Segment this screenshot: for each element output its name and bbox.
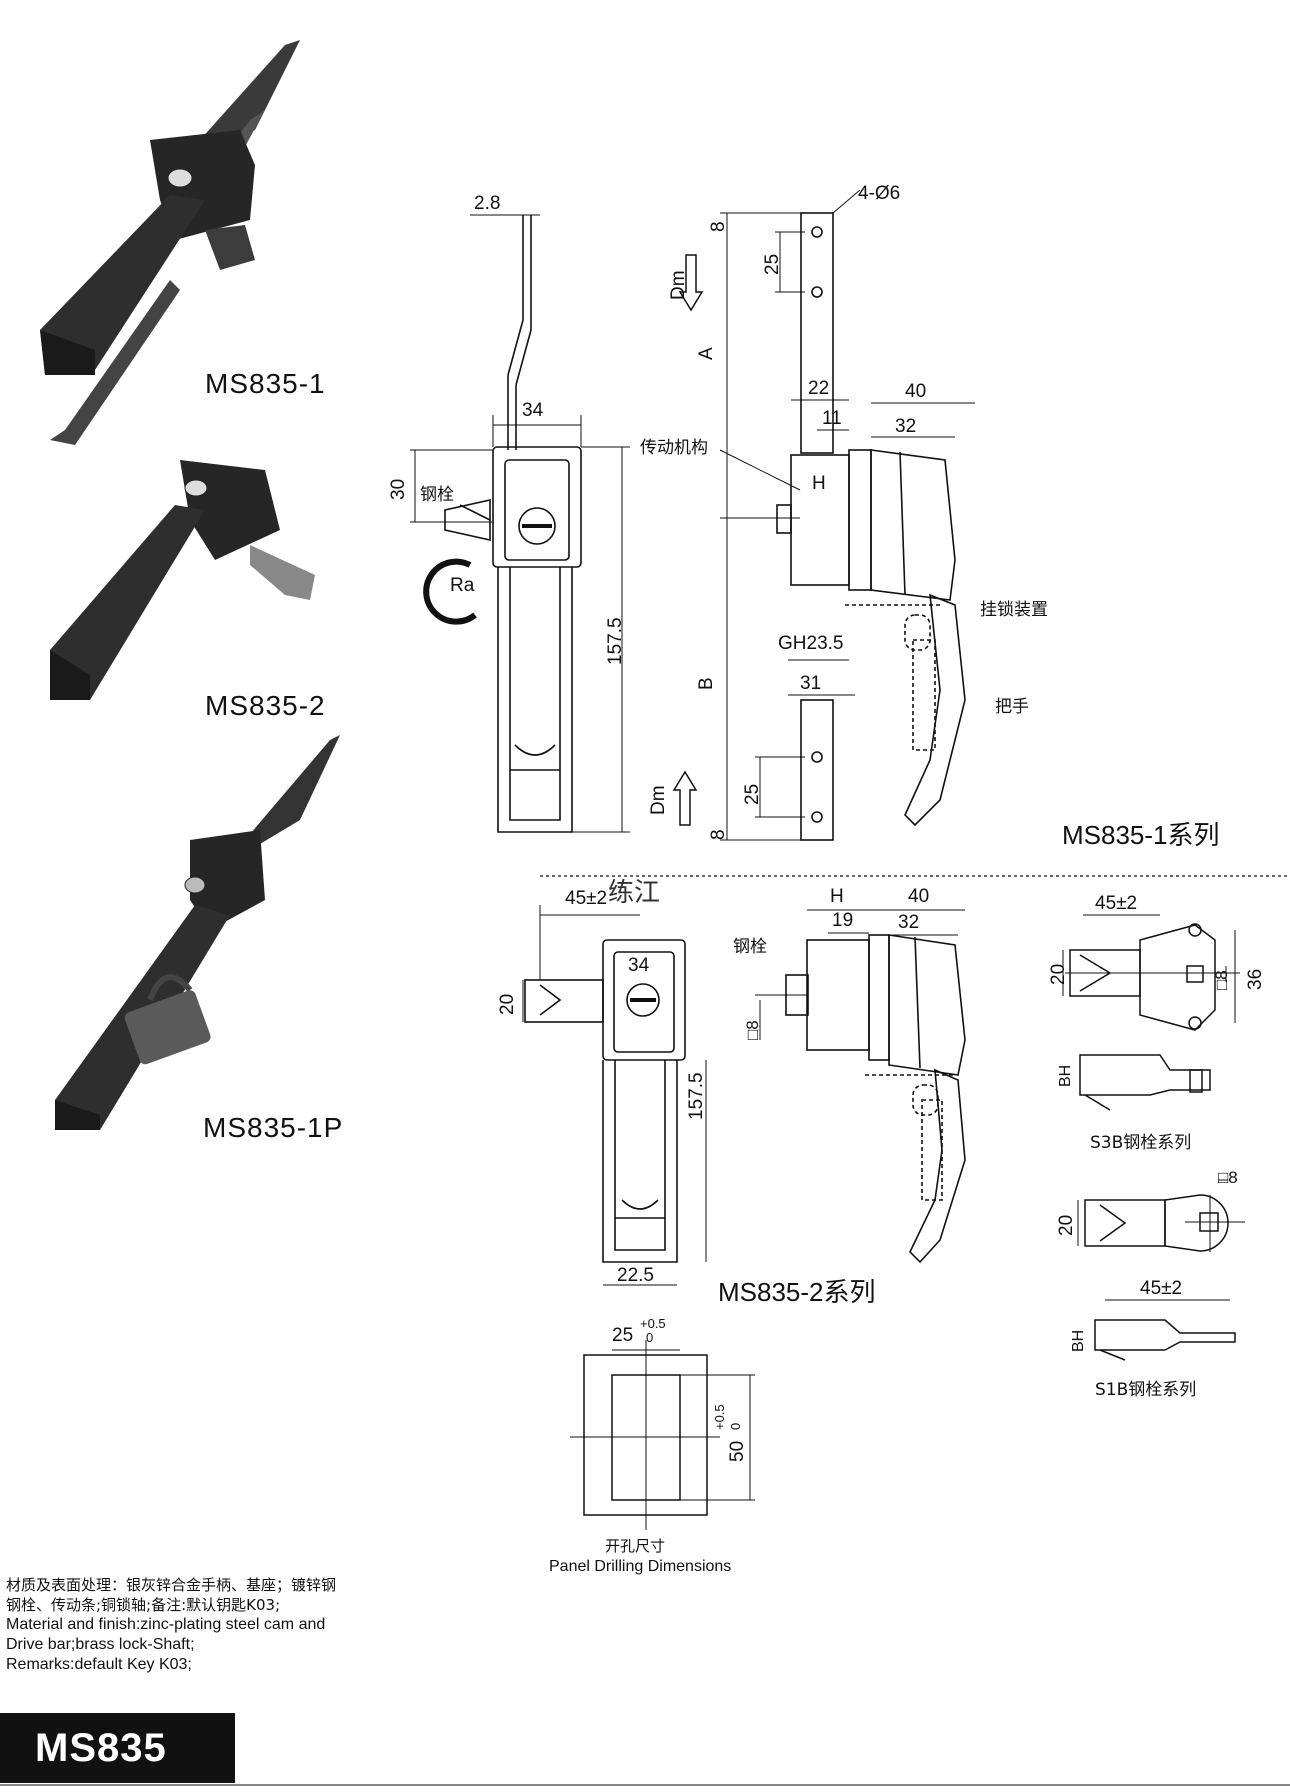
label-bolt-2: 钢栓 [733, 937, 767, 957]
product-label-ms835-1p: MS835-1P [203, 1112, 344, 1143]
ms835-1-front-dims [410, 214, 630, 833]
ms835-2-front-view [524, 939, 686, 1263]
product-photo-ms835-2 [50, 460, 315, 700]
dim-cut-50: 50 [727, 1440, 748, 1462]
dim-11: 11 [822, 408, 842, 429]
dim-32-top: 32 [895, 416, 917, 437]
dim-31: 31 [800, 673, 822, 694]
panel-drilling-title-cn: 开孔尺寸 [605, 1537, 666, 1555]
label-bh-s3b: BH [1057, 1064, 1074, 1087]
dim-34-ms835-2: 34 [628, 955, 650, 976]
label-b: B [696, 677, 717, 690]
ms835-1-side-view [720, 212, 966, 841]
dim-45-s1b: 45±2 [1140, 1278, 1183, 1299]
product-label-ms835-1: MS835-1 [205, 368, 326, 399]
dim-sq8-ms835-2: □8 [743, 1020, 762, 1040]
ms835-1-front-view [423, 215, 582, 833]
panel-drilling-drawing [570, 1340, 755, 1530]
tol-cut-25-plus: +0.5 [640, 1316, 666, 1331]
dim-30: 30 [388, 478, 409, 500]
dim-22: 22 [808, 378, 830, 399]
dim-32-ms835-2: 32 [898, 912, 920, 933]
dim-20-s3b: 20 [1048, 963, 1069, 985]
dim-2-8: 2.8 [474, 193, 501, 214]
label-gh: GH23.5 [778, 633, 844, 654]
label-bh-s1b: BH [1070, 1329, 1087, 1352]
notes-line-1: 材质及表面处理：银灰锌合金手柄、基座；镀锌钢 [6, 1576, 337, 1594]
label-a: A [696, 347, 717, 360]
dim-40-ms835-2: 40 [908, 886, 930, 907]
dim-20-s1b: 20 [1056, 1214, 1077, 1236]
dim-8-bottom: 8 [708, 829, 729, 840]
s1b-bolt-series-drawing [1084, 1194, 1245, 1361]
series-title-ms835-2: MS835-2系列 [718, 1277, 876, 1307]
label-h-ms835-2: H [830, 886, 844, 907]
label-bolt-1: 钢栓 [420, 485, 454, 505]
dim-sq8-s3b: □8 [1212, 970, 1231, 990]
notes-line-2: 钢栓、传动条;铜锁轴;备注:默认钥匙K03; [6, 1596, 281, 1614]
dim-25-bottom: 25 [742, 783, 763, 805]
ms835-2-front-dims [522, 905, 707, 1286]
notes-line-4: Drive bar;brass lock-Shaft; [6, 1636, 195, 1653]
panel-drilling-title-en: Panel Drilling Dimensions [549, 1558, 732, 1575]
product-photo-ms835-1p [55, 735, 340, 1130]
dim-45-ms835-2: 45±2 [565, 888, 608, 909]
dim-40-top: 40 [905, 381, 927, 402]
dim-19: 19 [832, 910, 854, 931]
label-holes: 4-Ø6 [858, 183, 901, 204]
dim-157-5-top: 157.5 [605, 617, 626, 665]
series-title-s3b: S3B钢栓系列 [1090, 1133, 1192, 1153]
s3b-bolt-series-drawing [1065, 923, 1240, 1111]
dim-20-ms835-2: 20 [497, 993, 518, 1015]
dim-36: 36 [1245, 968, 1266, 990]
series-title-s1b: S1B钢栓系列 [1095, 1380, 1197, 1400]
product-photo-ms835-1 [40, 40, 300, 445]
dm-arrows [672, 254, 704, 826]
ms835-2-side-dims [759, 909, 965, 1040]
label-dm-top: Dm [668, 270, 689, 300]
watermark-text: 练江 [608, 878, 661, 908]
dim-34-top: 34 [522, 400, 544, 421]
tol-cut-25-zero: 0 [646, 1330, 654, 1345]
dim-45-s3b: 45±2 [1095, 893, 1138, 914]
ms835-2-side-view [755, 934, 966, 1264]
dim-sq8-s1b: □8 [1218, 1168, 1238, 1187]
dim-8-top: 8 [708, 221, 729, 232]
tol-cut-50-plus: +0.5 [712, 1404, 727, 1430]
dim-22-5: 22.5 [617, 1265, 654, 1286]
tol-cut-50-zero: 0 [728, 1422, 743, 1430]
notes-line-3: Material and finish:zinc-plating steel c… [6, 1616, 326, 1633]
product-label-ms835-2: MS835-2 [205, 690, 326, 721]
notes-line-5: Remarks:default Key K03; [6, 1656, 192, 1673]
material-notes: 材质及表面处理：银灰锌合金手柄、基座；镀锌钢 钢栓、传动条;铜锁轴;备注:默认钥… [6, 1575, 436, 1675]
label-ra: Ra [450, 575, 475, 596]
label-dm-bottom: Dm [648, 785, 669, 815]
s3b-dims [1062, 914, 1236, 1023]
s1b-dims [1077, 1179, 1230, 1301]
label-handle: 把手 [995, 697, 1029, 717]
dim-157-5-ms835-2: 157.5 [686, 1072, 707, 1120]
label-h-top: H [812, 473, 826, 494]
label-padlock-device: 挂锁装置 [980, 600, 1048, 620]
dim-cut-25: 25 [612, 1325, 634, 1346]
dim-25-top: 25 [762, 253, 783, 275]
label-transmission: 传动机构 [640, 438, 708, 458]
series-title-ms835-1: MS835-1系列 [1062, 820, 1220, 850]
footer-model-title: MS835 [0, 1713, 235, 1783]
ms835-1-side-dims [719, 189, 975, 841]
